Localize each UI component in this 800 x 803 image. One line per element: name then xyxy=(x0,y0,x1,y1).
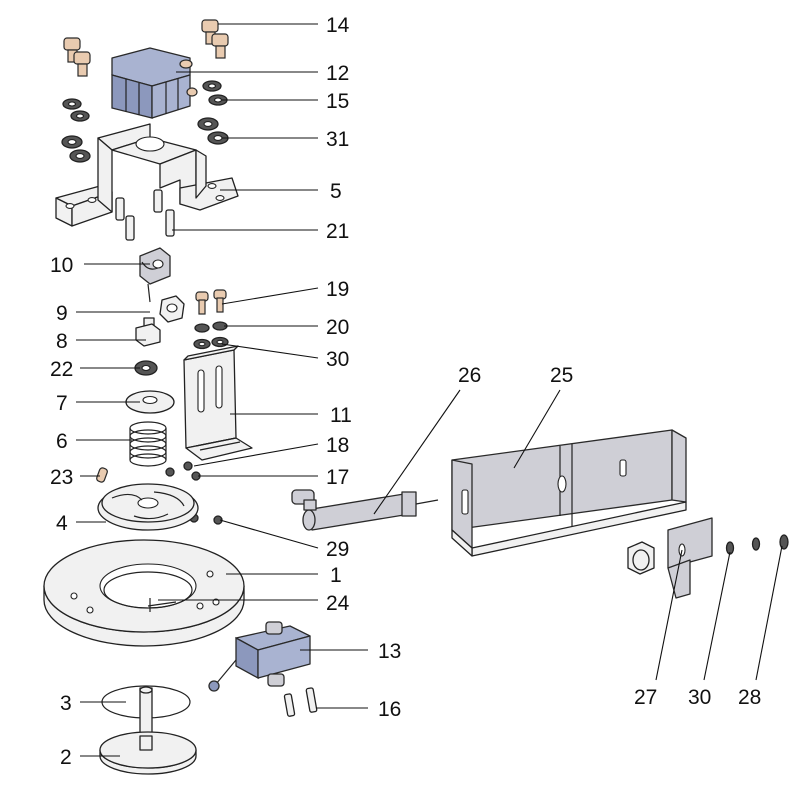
part-30-nuts-right xyxy=(725,537,761,555)
callout-24: 24 xyxy=(326,592,350,615)
part-21-screws xyxy=(115,189,175,241)
part-1-ring xyxy=(43,539,245,647)
part-13-valve xyxy=(208,621,311,692)
part-24-pin xyxy=(147,601,177,607)
part-screws-left xyxy=(63,37,91,77)
part-16-screws xyxy=(283,687,318,717)
callout-10: 10 xyxy=(50,254,73,277)
part-8-fitting xyxy=(135,317,161,347)
callout-4: 4 xyxy=(56,512,68,535)
part-14-screws xyxy=(201,19,229,59)
callout-9: 9 xyxy=(56,302,68,325)
part-19-screws xyxy=(195,289,227,315)
callout-8: 8 xyxy=(56,330,68,353)
part-30-washers xyxy=(193,336,229,350)
callout-labels: 14 12 15 31 5 21 10 19 9 20 8 30 22 26 2… xyxy=(50,14,761,769)
callout-11: 11 xyxy=(330,404,352,427)
callout-26: 26 xyxy=(458,364,481,387)
callout-12: 12 xyxy=(326,62,349,85)
callout-22: 22 xyxy=(50,358,73,381)
part-28-nut-right xyxy=(779,534,789,550)
callout-30-lower: 30 xyxy=(688,686,711,709)
part-7-washer xyxy=(125,390,175,414)
part-6-spring xyxy=(129,421,167,467)
callout-27: 27 xyxy=(634,686,657,709)
callout-21: 21 xyxy=(326,220,349,243)
callout-30-upper: 30 xyxy=(326,348,349,371)
callout-29: 29 xyxy=(326,538,349,561)
callout-1: 1 xyxy=(330,564,342,587)
part-31-washers xyxy=(61,117,229,163)
part-27-bracket xyxy=(627,517,713,599)
callout-18: 18 xyxy=(326,434,349,457)
callout-25: 25 xyxy=(550,364,573,387)
part-9-pin-nut xyxy=(147,283,185,323)
callout-5: 5 xyxy=(330,180,342,203)
part-22-nut xyxy=(134,360,158,376)
callout-20: 20 xyxy=(326,316,349,339)
part-15-washers xyxy=(62,80,228,122)
leader-lines xyxy=(76,23,783,757)
callout-23: 23 xyxy=(50,466,73,489)
part-26-linear-cylinder xyxy=(291,489,439,531)
part-17-18-balls xyxy=(165,461,201,481)
callout-7: 7 xyxy=(56,392,68,415)
callout-13: 13 xyxy=(378,640,401,663)
callout-3: 3 xyxy=(60,692,72,715)
callout-15: 15 xyxy=(326,90,349,113)
part-11-l-bracket xyxy=(183,345,253,461)
callout-6: 6 xyxy=(56,430,68,453)
callout-16: 16 xyxy=(378,698,401,721)
part-23-screw xyxy=(96,467,108,483)
part-5-u-bracket xyxy=(55,123,239,227)
part-29-balls xyxy=(189,513,223,525)
callout-31: 31 xyxy=(326,128,349,151)
part-2-shaft xyxy=(99,686,197,775)
part-4-cam-plate xyxy=(97,483,199,531)
callout-2: 2 xyxy=(60,746,72,769)
callout-14: 14 xyxy=(326,14,350,37)
part-10-clamp xyxy=(139,247,171,285)
part-25-box-frame xyxy=(451,429,687,557)
callout-17: 17 xyxy=(326,466,349,489)
callout-28: 28 xyxy=(738,686,761,709)
part-12-cylinder xyxy=(111,47,198,119)
callout-19: 19 xyxy=(326,278,349,301)
part-20-washers xyxy=(194,321,228,333)
